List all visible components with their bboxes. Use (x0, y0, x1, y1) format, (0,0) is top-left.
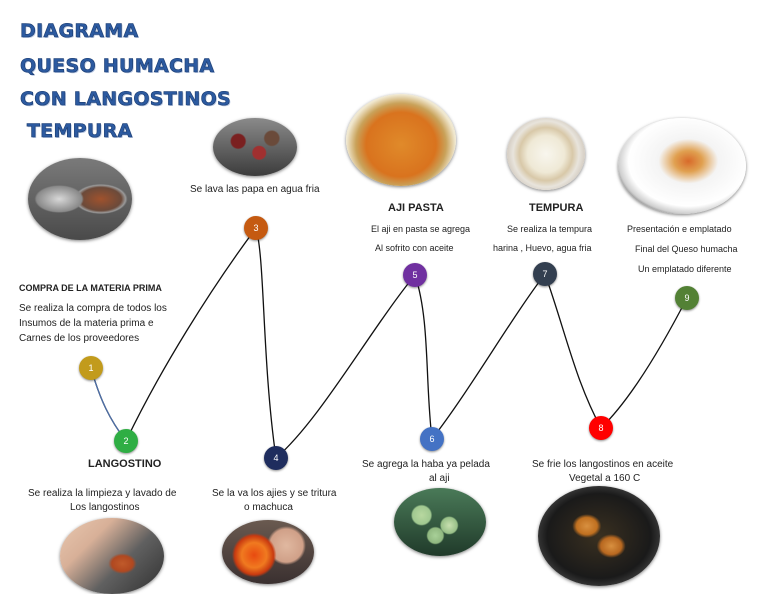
potatoes-photo (213, 118, 297, 176)
tempura-batter-photo (507, 118, 585, 190)
step-node-7: 7 (533, 262, 557, 286)
fried-shrimp-photo (538, 486, 660, 586)
aji-line-2: Al sofrito con aceite (375, 243, 454, 253)
step-node-6: 6 (420, 427, 444, 451)
compra-line-2: Insumos de la materia prima e (19, 318, 154, 329)
fava-beans-photo (394, 488, 486, 556)
tempura-line-2: harina , Huevo, agua fria (493, 243, 592, 253)
flow-path (90, 226, 688, 460)
step-node-5: 5 (403, 263, 427, 287)
compra-line-3: Carnes de los proveedores (19, 333, 140, 344)
crushed-chili-photo (222, 520, 314, 584)
langostino-line-1: Se realiza la limpieza y lavado de (28, 488, 177, 499)
step-node-4: 4 (264, 446, 288, 470)
frie-line-2: Vegetal a 160 C (569, 473, 641, 484)
aji-pasta-heading: AJI PASTA (388, 202, 444, 214)
aji-line-1: El aji en pasta se agrega (371, 224, 471, 234)
plated-dish-photo (618, 118, 746, 214)
title-line-2: QUESO HUMACHA (20, 55, 215, 78)
frie-line-1: Se frie los langostinos en aceite (532, 459, 674, 470)
title-line-1: DIAGRAMA (20, 20, 139, 43)
ajies-line-1: Se la va los ajies y se tritura (212, 488, 337, 499)
emplatado-line-3: Un emplatado diferente (638, 264, 732, 274)
tempura-heading: TEMPURA (529, 202, 584, 214)
langostino-heading: LANGOSTINO (88, 458, 162, 470)
step-node-2: 2 (114, 429, 138, 453)
emplatado-line-2: Final del Queso humacha (635, 244, 738, 254)
langostino-line-2: Los langostinos (70, 502, 140, 513)
step-node-1: 1 (79, 356, 103, 380)
aji-paste-photo (346, 94, 456, 186)
raw-ingredients-photo (28, 158, 132, 240)
shrimp-cleaning-photo (60, 518, 164, 594)
step-node-8: 8 (589, 416, 613, 440)
tempura-line-1: Se realiza la tempura (507, 224, 593, 234)
step-node-9: 9 (675, 286, 699, 310)
step-node-3: 3 (244, 216, 268, 240)
emplatado-line-1: Presentación e emplatado (627, 224, 732, 234)
papa-text: Se lava las papa en agua fria (190, 184, 320, 195)
haba-line-2: al aji (429, 473, 450, 484)
ajies-line-2: o machuca (244, 502, 293, 513)
title-line-3: CON LANGOSTINOS (20, 88, 232, 111)
compra-heading: COMPRA DE LA MATERIA PRIMA (19, 283, 162, 293)
title-line-4: TEMPURA (20, 120, 133, 143)
compra-line-1: Se realiza la compra de todos los (19, 303, 167, 314)
haba-line-1: Se agrega la haba ya pelada (362, 459, 490, 470)
